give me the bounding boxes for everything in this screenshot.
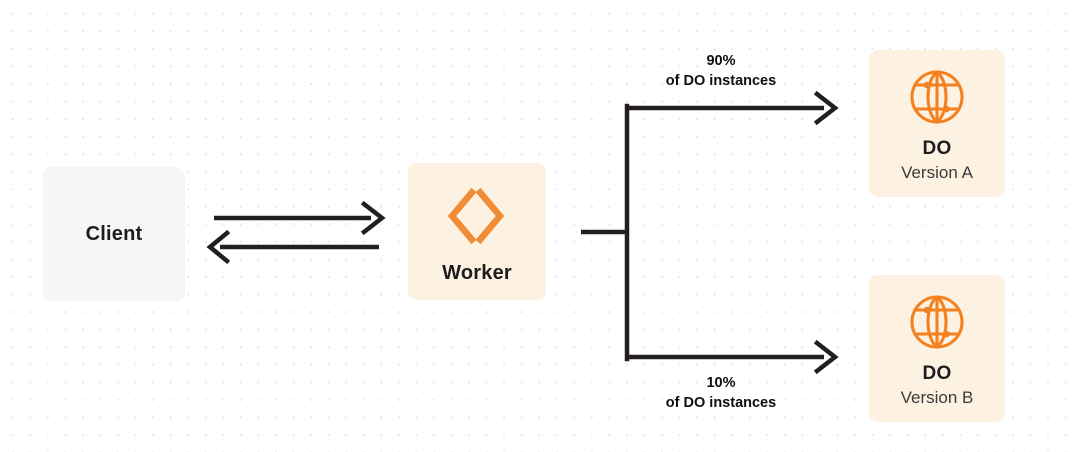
edge-label-do-a-description: of DO instances [665, 72, 777, 89]
node-do-b-sublabel: Version B [900, 388, 974, 407]
edge-worker-to-do-b [625, 339, 839, 375]
edge-label-do-a: 90% of DO instances [636, 52, 806, 91]
node-do-b-label: DO [922, 363, 952, 384]
cloudflare-workers-icon [445, 184, 509, 248]
edge-worker-to-client [206, 229, 379, 265]
node-do-version-b[interactable]: DO Version B [869, 275, 1005, 422]
node-worker[interactable]: Worker [408, 163, 546, 300]
node-client[interactable]: Client [43, 167, 185, 301]
node-do-version-a[interactable]: DO Version A [869, 50, 1005, 197]
edge-label-do-a-percent: 90% [706, 53, 736, 69]
node-worker-label: Worker [442, 262, 512, 284]
edge-label-do-b: 10% of DO instances [636, 374, 806, 413]
edge-client-to-worker [214, 200, 386, 236]
globe-icon [908, 293, 966, 351]
node-client-label: Client [85, 222, 143, 245]
node-do-a-sublabel: Version A [901, 163, 973, 182]
edge-worker-branch-trunk [581, 103, 630, 362]
node-do-a-label: DO [922, 138, 952, 159]
edge-worker-to-do-a [625, 90, 839, 126]
edge-label-do-b-percent: 10% [706, 375, 736, 391]
edge-label-do-b-description: of DO instances [665, 394, 777, 411]
globe-icon [908, 68, 966, 126]
